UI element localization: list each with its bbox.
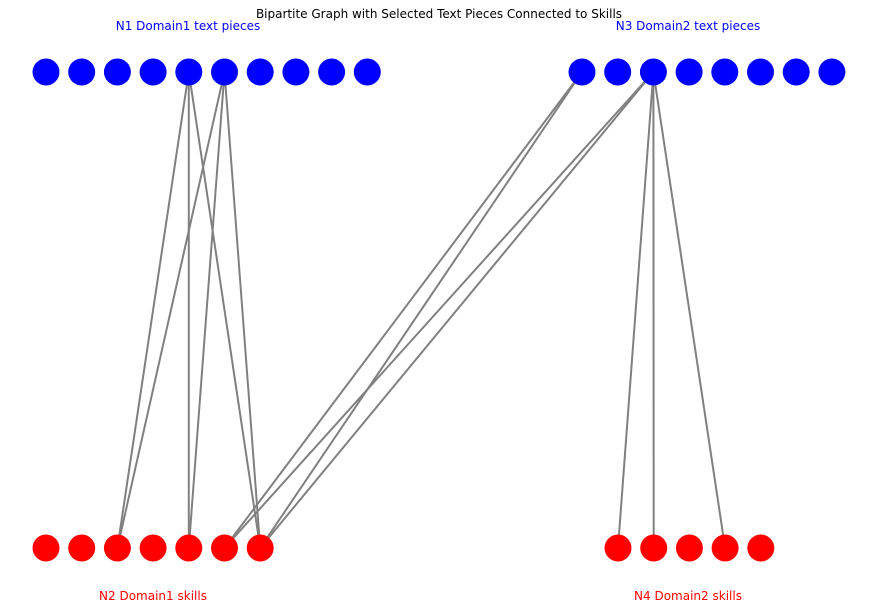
edge-n3-2-n4-3 [652,71,727,549]
n2-skill-node-3 [139,534,167,562]
n1-text-node-7 [282,58,310,86]
edge-n3-0-n2-6 [259,71,583,549]
n1-text-node-3 [139,58,167,86]
n3-text-node-6 [782,58,810,86]
edge-n3-2-n2-6 [259,71,655,549]
n2-skill-node-1 [68,534,96,562]
n2-skill-node-0 [32,534,60,562]
n1-group-label: N1 Domain1 text pieces [116,19,261,33]
n1-text-node-1 [68,58,96,86]
n1-text-node-0 [32,58,60,86]
n3-text-node-3 [675,58,703,86]
n3-text-node-7 [818,58,846,86]
n4-skill-node-3 [711,534,739,562]
edge-n1-4-n2-6 [187,71,262,549]
n3-group-label: N3 Domain2 text pieces [616,19,761,33]
n1-text-node-8 [318,58,346,86]
n2-skill-node-5 [211,534,238,562]
edge-n1-5-n2-4 [187,71,226,549]
n3-text-node-0 [568,58,596,86]
nodes-layer [32,58,846,562]
edge-n3-0-n2-5 [223,71,583,549]
graph-title: Bipartite Graph with Selected Text Piece… [256,7,622,21]
edge-n3-2-n2-5 [223,71,655,549]
n4-skill-node-0 [604,534,632,562]
edge-n1-5-n2-6 [223,71,262,549]
n4-group-label: N4 Domain2 skills [634,589,742,603]
n1-text-node-4 [175,58,203,86]
n2-skill-node-6 [246,534,274,562]
edge-n1-4-n2-2 [116,71,190,549]
n4-skill-node-1 [640,534,668,562]
n2-skill-node-2 [103,534,131,562]
n3-text-node-2 [639,58,667,86]
n4-skill-node-4 [747,534,775,562]
n2-skill-node-4 [175,534,203,562]
n3-text-node-4 [711,58,739,86]
n4-skill-node-2 [675,534,703,562]
edge-n3-2-n4-0 [617,71,655,549]
edges-layer [116,71,727,549]
n1-text-node-2 [103,58,131,86]
n3-text-node-5 [747,58,774,86]
n1-text-node-6 [246,58,274,86]
edge-n1-5-n2-2 [116,71,226,549]
n3-text-node-1 [604,58,632,86]
n1-text-node-9 [353,58,381,86]
n2-group-label: N2 Domain1 skills [99,589,207,603]
n1-text-node-5 [211,58,238,86]
